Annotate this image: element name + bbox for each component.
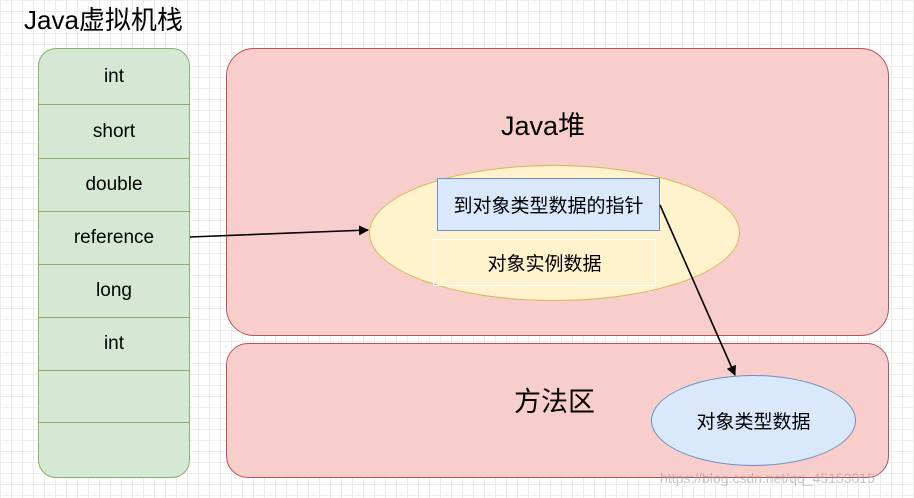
type-pointer-box: 到对象类型数据的指针 xyxy=(437,178,660,231)
instance-data-box: 对象实例数据 xyxy=(433,239,656,286)
stack-slot-int: int xyxy=(39,49,189,105)
stack-slot-reference: reference xyxy=(39,212,189,265)
type-pointer-arrow xyxy=(659,204,736,376)
method-area-label: 方法区 xyxy=(514,387,595,417)
stack-slot-int-2: int xyxy=(39,318,189,371)
stack-slot-empty-1 xyxy=(39,371,189,423)
jvm-stack: int short double reference long int xyxy=(38,48,190,478)
stack-slot-long: long xyxy=(39,265,189,318)
stack-title: Java虚拟机栈 xyxy=(24,5,183,35)
reference-arrow xyxy=(189,225,369,238)
stack-slot-short: short xyxy=(39,105,189,159)
stack-slot-double: double xyxy=(39,159,189,212)
java-heap-label: Java堆 xyxy=(501,111,586,141)
watermark-text: https://blog.csdn.net/qq_45153015 xyxy=(660,470,875,486)
type-data-ellipse: 对象类型数据 xyxy=(651,375,856,466)
